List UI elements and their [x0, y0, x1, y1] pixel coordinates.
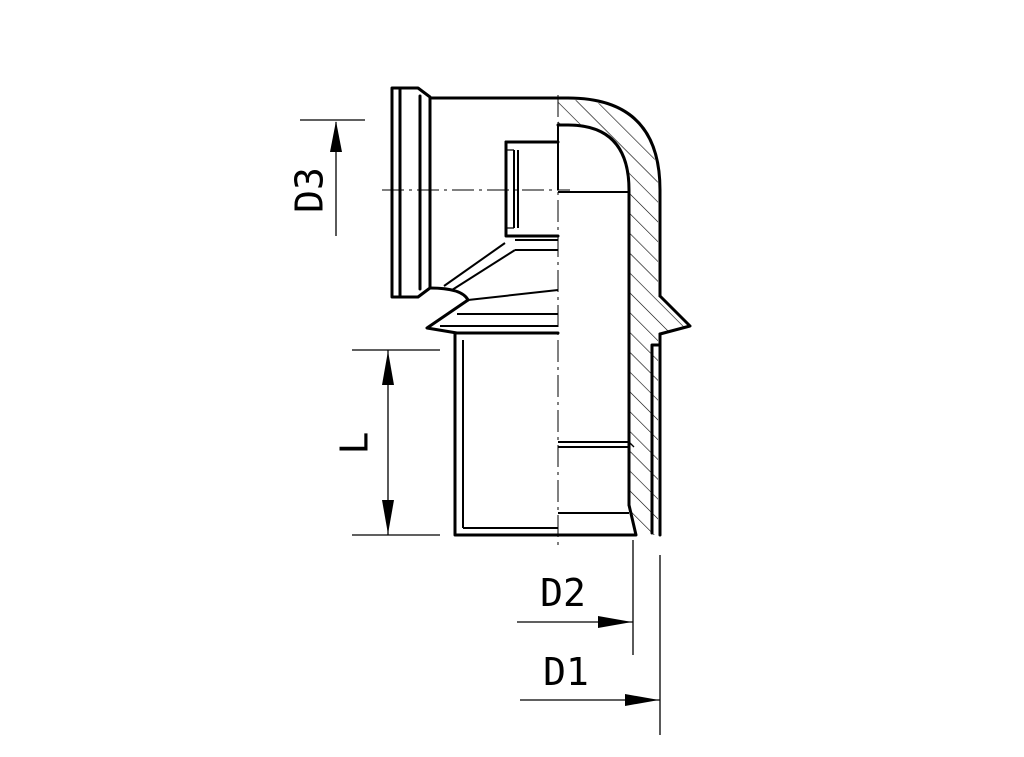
side-inlet-flange	[390, 86, 433, 299]
bottom-thread-detail	[558, 441, 635, 448]
neck-transition	[428, 239, 559, 302]
dimension-d3: D3	[288, 119, 365, 236]
dimension-d2: D2	[517, 540, 634, 655]
internal-thread-bore	[504, 125, 629, 238]
collar-flare	[425, 298, 560, 335]
dimension-l: L	[333, 349, 440, 536]
section-hatching	[558, 100, 690, 535]
label-d1: D1	[543, 650, 589, 694]
elbow-body-outline	[430, 96, 692, 537]
label-d3: D3	[288, 167, 332, 213]
dimension-d1: D1	[520, 555, 661, 735]
label-l: L	[333, 432, 377, 455]
label-d2: D2	[540, 571, 586, 615]
centre-lines	[382, 95, 570, 548]
